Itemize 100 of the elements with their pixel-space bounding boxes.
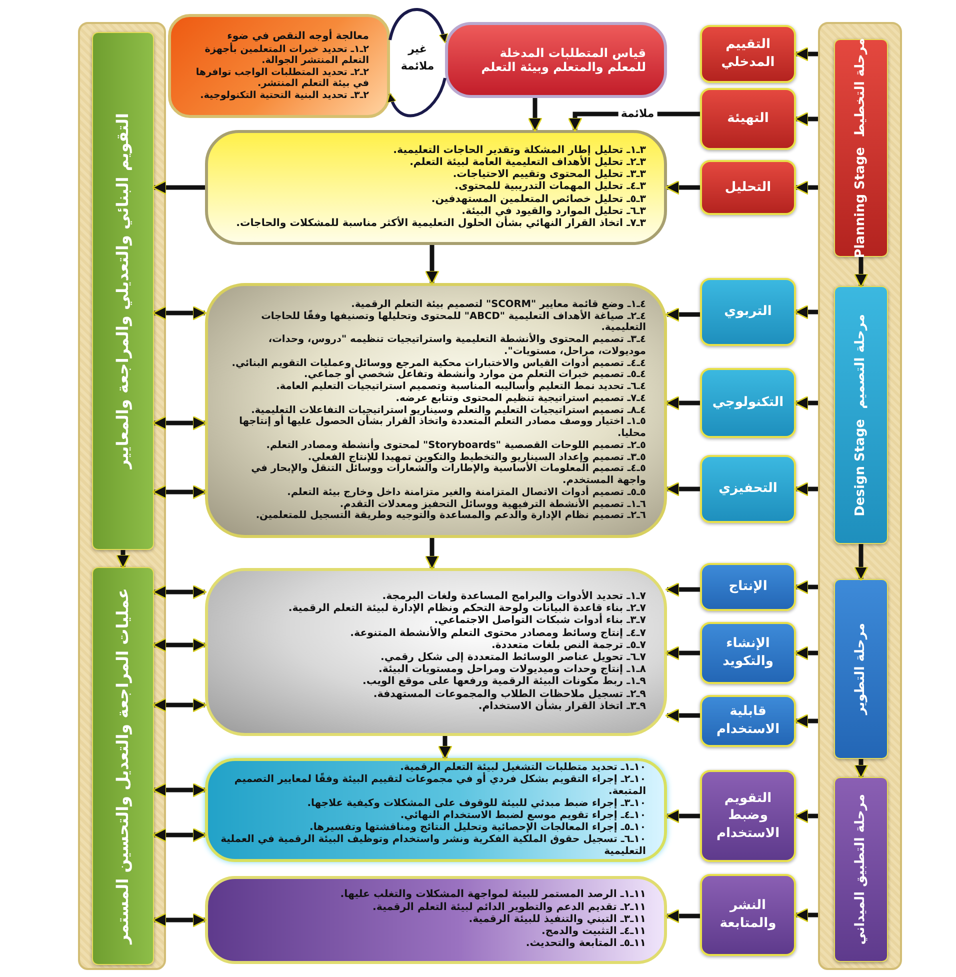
stage-bar [834, 286, 888, 544]
phase-label: التربوي [724, 303, 772, 321]
step-item: ٩ـ٢ـ تسجيل ملاحظات الطلاب والمجموعات المستهدفة. [372, 688, 646, 700]
arrow [664, 180, 700, 195]
stage-bar [834, 39, 888, 257]
arrow [794, 396, 818, 410]
double-arrow [152, 638, 208, 652]
phase-label: النشر والمتابعة [718, 897, 778, 933]
step-item: ٤ـ٧ـ تصميم استراتيجية تنظيم المحتوى وتتابع عرضه. [394, 392, 646, 405]
process-label: التقويم البنائي والتعديلي والمراجعة والمعايير [113, 113, 133, 469]
stage-label: مرحلة التطبيق الميداني [853, 794, 869, 945]
phase-box [700, 160, 796, 215]
step-item: ٣ـ١ـ تحليل إطار المشكلة وتقدير الحاجات التعليمية. [392, 144, 646, 156]
arrow [664, 908, 700, 924]
stage-label: مرحلة التصميم [853, 314, 869, 409]
stage-label: مرحلة التطوير [853, 623, 869, 715]
step-item: ٤ـ٤ـ تصميم أدوات القياس والاختبارات محكية المرجع ووسائل وعمليات التقويم البنائي. [230, 358, 646, 369]
phase-label: التقييم المدخلي [720, 36, 776, 72]
arrow [794, 646, 818, 660]
step-item: ٨ـ١ـ إنتاج وحدات وميديولات ومراحل ومستويات البيئة. [377, 664, 646, 676]
arrow [664, 582, 700, 597]
step-item: ٧ـ٦ـ تحويل عناصر الوسائط المتعددة إلى شكل رقمي. [380, 652, 646, 664]
step-item: ٣ـ٥ـ تحليل خصائص المتعلمين المستهدفين. [430, 194, 646, 206]
double-arrow [152, 782, 208, 798]
arrow [794, 908, 818, 922]
phase-label: التحفيزي [718, 480, 778, 498]
step-item: ٩ـ١ـ ربط مكونات البيئة الرقمية ورفعها على موقع الويب. [362, 676, 646, 689]
phase-label: التهيئة [727, 110, 769, 128]
step-panel [205, 130, 667, 245]
phase-box [700, 25, 796, 83]
step-panel [205, 568, 667, 736]
arrow [854, 544, 868, 582]
step-item: ٢ـ٣ـ تحديد البنية التحتية التكنولوجية. [199, 90, 369, 102]
step-item: ١١ـ٣ـ التبني والتنفيذ للبيئة الرقمية. [468, 914, 646, 926]
arrow [854, 257, 868, 288]
side-panel [818, 22, 902, 970]
phase-label: التكنولوجي [712, 394, 784, 412]
stage-bar [834, 579, 888, 759]
step-item: ٣ـ٢ـ تحليل الأهداف التعليمية العامة لبيئة التعلم. [408, 156, 646, 169]
phase-box [700, 368, 796, 438]
step-panel [205, 758, 667, 862]
arrow [438, 736, 452, 760]
arrow [794, 46, 818, 62]
phase-box [700, 874, 796, 956]
step-item: ١١ـ٤ـ التثبيت والدمج. [540, 926, 646, 938]
arrow [664, 396, 700, 410]
arrow [664, 808, 700, 824]
arrow [664, 646, 700, 660]
phase-box [700, 695, 796, 747]
double-arrow [152, 484, 208, 500]
step-item: ١٠ـ٦ـ تسجيل حقوق الملكية الفكرية ونشر واستخدام وتوظيف البيئة الرقمية في العملية التعليمية [220, 834, 646, 858]
step-item: ١١ـ١ـ الرصد المستمر للبيئة لمواجهة المشكلات والتغلب عليها. [339, 889, 646, 902]
step-item: ٣ـ٧ـ اتخاذ القرار النهائي بشأن الحلول التعليمية الأكثر مناسبة للمشكلات والحاجات. [220, 218, 646, 230]
phase-label: الإنشاء والتكويد [722, 635, 774, 671]
phase-label: التقويم وضبط الاستخدام [715, 790, 781, 842]
step-item: ١١ـ٢ـ تقديم الدعم والتطوير الدائم لبيئة التعلم الرقمية. [372, 902, 646, 914]
phase-box [700, 278, 796, 346]
double-arrow [152, 306, 208, 320]
step-item: ٧ـ٤ـ إنتاج وسائط ومصادر محتوى التعلم والأنشطة المتنوعة. [349, 628, 646, 640]
step-item: ٣ـ٤ـ تحليل المهمات التدريبية للمحتوى. [454, 181, 646, 194]
double-arrow [152, 912, 208, 928]
phase-box [700, 455, 796, 523]
phase-box [700, 770, 796, 862]
step-item: قياس المتطلبات المدخلة للمعلم والمتعلم وبيئة التعلم [480, 46, 646, 74]
arrow [794, 580, 818, 594]
step-item: ٤ـ٨ـ تصميم استراتيجيات التعليم والتعلم وسيناريو استراتيجيات التفاعلات التعليمية. [250, 404, 646, 416]
step-item: ١١ـ٥ـ المتابعة والتحديث. [524, 938, 646, 951]
step-item: ٤ـ٦ـ تحديد نمط التعليم وأساليبه المناسبة وتصميم استراتيجيات التعليم العامة. [275, 381, 646, 393]
step-item: ٦ـ٢ـ تصميم نظام الإدارة والدعم والمساعدة والتوجيه وطريقة التسجيل للمتعلمين. [254, 510, 646, 522]
arrow [794, 112, 818, 126]
step-item: ١٠ـ٥ـ إجراء المعالجات الإحصائية وتحليل النتائج ومناقشتها وتفسيرها. [308, 822, 646, 834]
step-item: ٥ـ٢ـ تصميم اللوحات القصصية "Storyboards" لمحتوى وأنشطة ومصادر التعلم. [265, 440, 646, 452]
arrow [794, 180, 818, 195]
step-item: ٦ـ١ـ تصميم الأنشطة الترفيهية ووسائل التحفيز ومعدلات التقدم. [338, 498, 646, 510]
curved-arrow [388, 8, 448, 44]
double-arrow [152, 828, 208, 842]
double-arrow [152, 698, 208, 712]
stage-label: Design Stage [853, 418, 869, 516]
step-item: ٧ـ٣ـ بناء أدوات شبكات التواصل الاجتماعي. [220, 615, 646, 628]
side-panel [78, 22, 166, 970]
step-panel [168, 14, 390, 118]
double-arrow [152, 416, 208, 430]
step-item: ٣ـ٣ـ تحليل المحتوى وتقييم الاحتياجات. [452, 169, 646, 181]
phase-box [700, 622, 796, 684]
arrow [116, 550, 130, 570]
arrow [794, 304, 818, 320]
arrow [424, 245, 440, 286]
phase-label: الإنتاج [728, 578, 768, 596]
step-item: ١٠ـ١ـ تحديد متطلبات التشغيل لبيئة التعلم الرقمية. [399, 762, 646, 773]
step-panel [205, 283, 667, 538]
step-item: ٣ـ٦ـ تحليل الموارد والقيود في البيئة. [460, 206, 646, 217]
arrow [794, 808, 818, 824]
panel-heading: معالجة أوجه النقص في ضوء [226, 30, 369, 42]
step-item: ١٠ـ٤ـ إجراء تقويم موسع لضبط الاستخدام النهائي. [399, 810, 646, 822]
arrow [528, 98, 542, 132]
step-panel [205, 876, 667, 964]
step-item: ٢ـ٢ـ تحديد المتطلبات الواجب توافرها في بيئة التعلم المنتشر. [194, 66, 369, 90]
step-item: ٩ـ٣ـ اتخاذ القرار بشأن الاستخدام. [478, 700, 646, 714]
process-bar [92, 567, 154, 965]
phase-label: قابلية الاستخدام [715, 703, 781, 739]
